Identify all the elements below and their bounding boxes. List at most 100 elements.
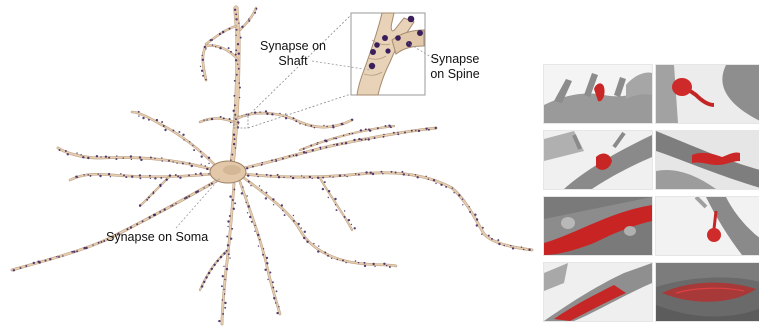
- synapse-dot: [383, 134, 384, 135]
- synapse-dot: [351, 119, 353, 121]
- synapse-dot: [229, 118, 231, 120]
- synapse-dot: [318, 245, 319, 246]
- synapse-dot: [266, 174, 268, 176]
- synapse-dot: [327, 255, 329, 257]
- synapse-dot: [331, 258, 332, 259]
- synapse-dot: [284, 214, 286, 216]
- synapse-dot: [234, 80, 236, 82]
- synapse-dot: [295, 120, 297, 122]
- synapse-dot: [293, 215, 294, 216]
- synapse-dot: [236, 29, 238, 31]
- synapse-dot: [201, 164, 202, 165]
- synapse-dot: [333, 144, 334, 145]
- synapse-dot: [488, 235, 490, 237]
- synapse-dot: [152, 192, 154, 194]
- render-tile-8: [655, 262, 759, 322]
- synapse-dot: [138, 115, 139, 116]
- synapse-dot: [139, 174, 141, 176]
- synapse-dot: [222, 313, 224, 315]
- synapse-dot: [146, 199, 148, 201]
- synapse-dot: [233, 143, 235, 145]
- synapse-dot: [202, 59, 204, 61]
- synapse-dot: [248, 18, 249, 19]
- label-spine-line2: on Spine: [426, 67, 484, 82]
- synapse-dot: [235, 118, 237, 120]
- synapse-dot: [440, 184, 442, 186]
- synapse-dot: [415, 174, 416, 175]
- synapse-dot: [246, 114, 247, 115]
- synapse-dot: [317, 142, 318, 143]
- synapse-dot: [130, 226, 132, 228]
- synapse-dot: [389, 266, 391, 268]
- synapse-dot: [223, 117, 225, 119]
- synapse-dot: [349, 133, 350, 134]
- synapse-dot: [211, 268, 213, 270]
- synapse-dot: [482, 227, 484, 229]
- dendrite-outline: [244, 128, 436, 168]
- synapse-dot: [393, 132, 395, 134]
- synapse-dot: [275, 302, 276, 303]
- synapse-dot: [182, 134, 184, 136]
- synapse-dot: [324, 252, 326, 254]
- synapse-dot: [333, 138, 334, 139]
- synapse-dot: [230, 51, 232, 53]
- synapse-dot: [345, 262, 346, 263]
- synapse-dot: [322, 177, 324, 179]
- synapse-dot: [188, 195, 190, 197]
- synapse-dot: [88, 174, 89, 175]
- synapse-dot: [272, 281, 274, 283]
- synapse-dot: [233, 208, 235, 210]
- synapse-dot: [262, 162, 263, 163]
- synapse-dot: [351, 224, 352, 225]
- synapse-dot: [149, 216, 151, 218]
- synapse-dot: [299, 123, 300, 124]
- synapse-dot: [258, 245, 259, 246]
- synapse-dot: [303, 237, 305, 239]
- synapse-dot: [188, 174, 190, 176]
- synapse-dot: [168, 160, 170, 162]
- synapse-dot: [462, 204, 463, 205]
- synapse-dot: [233, 188, 235, 190]
- synapse-dot: [386, 265, 387, 266]
- synapse-dot: [319, 147, 321, 149]
- synapse-dot: [160, 185, 162, 187]
- synapse-dot: [208, 173, 209, 174]
- synapse-dot: [283, 177, 284, 178]
- synapse-dot: [241, 26, 243, 28]
- synapse-dot: [224, 302, 226, 304]
- synapse-dot: [383, 263, 385, 265]
- synapse-dot: [108, 157, 110, 159]
- synapse-dot: [355, 260, 356, 261]
- synapse-dot: [229, 28, 231, 30]
- synapse-dot: [148, 196, 150, 198]
- synapse-dot: [305, 124, 306, 125]
- synapse-dot: [365, 171, 367, 173]
- label-shaft-line2: Shaft: [258, 54, 328, 69]
- synapse-dot: [281, 204, 283, 206]
- synapse-dot: [325, 140, 327, 142]
- synapse-dot: [231, 228, 233, 230]
- synapse-dot: [368, 138, 370, 140]
- synapse-dot: [203, 281, 205, 283]
- synapse-dot: [469, 206, 470, 207]
- synapse-dot: [325, 146, 327, 148]
- synapse-dot: [184, 197, 186, 199]
- synapse-dot: [227, 220, 229, 222]
- synapse-dot: [246, 167, 248, 169]
- synapse-dot: [282, 210, 283, 211]
- synapse-dot: [285, 117, 287, 119]
- synapse-dot: [177, 175, 179, 177]
- synapse-dot: [332, 176, 333, 177]
- synapse-dot: [99, 175, 101, 177]
- synapse-dot: [335, 204, 336, 205]
- synapse-dot: [103, 240, 105, 242]
- synapse-dot: [235, 18, 237, 20]
- synapse-dot: [201, 175, 202, 176]
- synapse-dot: [120, 173, 121, 174]
- synapse-dot: [377, 127, 379, 129]
- synapse-dot: [254, 225, 255, 226]
- synapse-dot: [201, 155, 203, 157]
- synapse-dot: [223, 252, 225, 254]
- synapse-dot: [275, 160, 277, 162]
- dendrite-outline: [244, 178, 396, 266]
